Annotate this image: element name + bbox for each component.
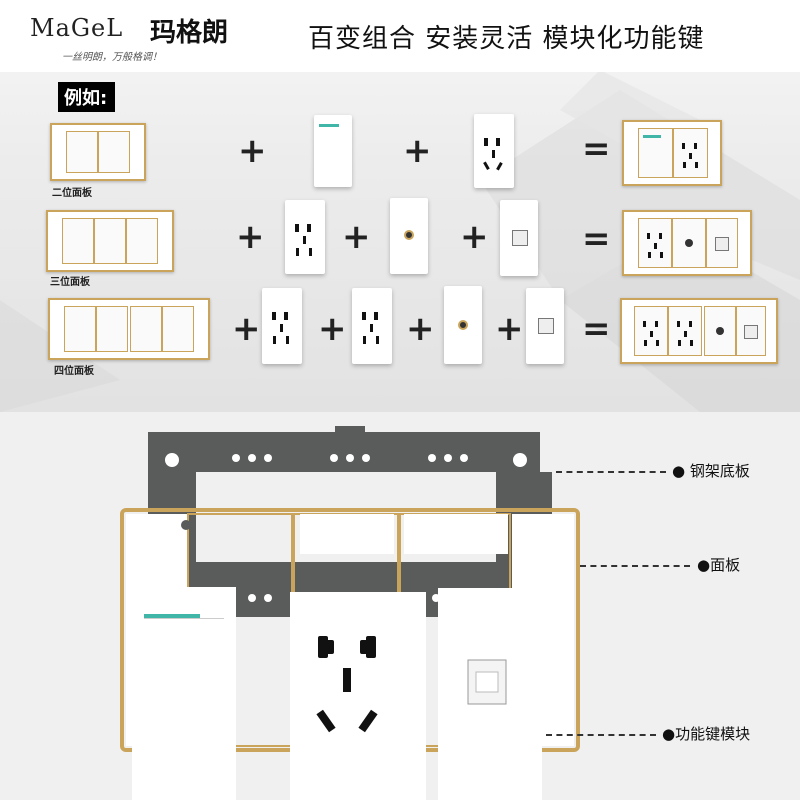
network-module bbox=[500, 200, 538, 276]
equals-sign: = bbox=[582, 129, 611, 169]
exploded-view-section: ● 钢架底板 ●面板 ●功能键模块 bbox=[0, 412, 800, 800]
three-slot-result bbox=[622, 210, 752, 276]
coax-module bbox=[390, 198, 428, 274]
socket-icon bbox=[272, 312, 289, 344]
four-slot-panel bbox=[48, 298, 210, 360]
brand-name-cn: 玛格朗 bbox=[150, 18, 229, 48]
network-port-icon bbox=[512, 230, 528, 246]
equals-sign: = bbox=[582, 219, 611, 259]
socket-icon bbox=[483, 138, 503, 171]
headline: 百变组合 安装灵活 模块化功能键 bbox=[308, 24, 705, 54]
row-label: 二位面板 bbox=[52, 188, 92, 199]
callout-steel-frame: ● 钢架底板 bbox=[672, 462, 750, 480]
brand-name-en: MaGeL bbox=[30, 14, 124, 42]
network-port-icon bbox=[538, 318, 554, 334]
coax-port-icon bbox=[404, 230, 414, 240]
plus-sign: + bbox=[460, 217, 489, 257]
header-bar: MaGeL 玛格朗 一丝明朗，万般格调！ 百变组合 安装灵活 模块化功能键 bbox=[0, 0, 800, 72]
plus-sign: + bbox=[232, 309, 261, 349]
plus-sign: + bbox=[406, 309, 435, 349]
equals-sign: = bbox=[582, 309, 611, 349]
coax-module bbox=[444, 286, 482, 364]
indicator-light-icon bbox=[319, 124, 339, 127]
plus-sign: + bbox=[342, 217, 371, 257]
callout-face-panel: ●面板 bbox=[697, 556, 741, 574]
plus-sign: + bbox=[495, 309, 524, 349]
frame-leader-line bbox=[556, 471, 666, 473]
row-label: 四位面板 bbox=[54, 366, 94, 377]
plus-sign: + bbox=[236, 217, 265, 257]
socket-icon bbox=[647, 233, 663, 258]
socket-module bbox=[474, 114, 514, 188]
two-slot-result bbox=[622, 120, 722, 186]
network-module bbox=[526, 288, 564, 364]
socket-icon bbox=[682, 143, 698, 168]
socket-module bbox=[352, 288, 392, 364]
function-modules bbox=[132, 587, 542, 800]
socket-icon bbox=[295, 224, 312, 256]
example-tag: 例如: bbox=[58, 82, 116, 112]
combination-section: MaGeL 玛格朗 一丝明朗，万般格调！ 百变组合 安装灵活 模块化功能键 例如… bbox=[0, 0, 800, 412]
exploded-diagram bbox=[120, 426, 580, 800]
panel-leader-line bbox=[580, 565, 690, 567]
switch-module bbox=[314, 115, 352, 187]
three-slot-panel bbox=[46, 210, 174, 272]
module-leader-line bbox=[546, 734, 656, 736]
four-slot-result bbox=[620, 298, 778, 364]
plus-sign: + bbox=[403, 131, 432, 171]
plus-sign: + bbox=[318, 309, 347, 349]
brand-slogan: 一丝明朗，万般格调！ bbox=[62, 52, 162, 63]
coax-port-icon bbox=[458, 320, 468, 330]
socket-icon bbox=[362, 312, 379, 344]
socket-module bbox=[262, 288, 302, 364]
two-slot-panel bbox=[50, 123, 146, 181]
callout-function-modules: ●功能键模块 bbox=[662, 725, 751, 743]
socket-module bbox=[285, 200, 325, 274]
plus-sign: + bbox=[238, 131, 267, 171]
row-label: 三位面板 bbox=[50, 277, 90, 288]
